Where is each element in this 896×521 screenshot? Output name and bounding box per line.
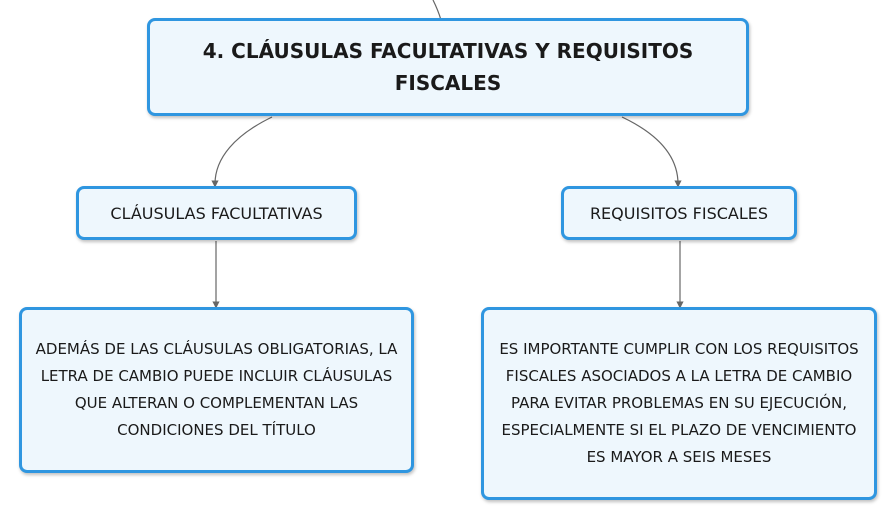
subtopic-label: CLÁUSULAS FACULTATIVAS — [110, 203, 323, 223]
subtopic-requisitos-fiscales[interactable]: REQUISITOS FISCALES — [561, 186, 797, 240]
main-topic-label: 4. CLÁUSULAS FACULTATIVAS Y REQUISITOS F… — [202, 39, 694, 95]
connector-main-to-requisitos — [621, 116, 682, 188]
detail-requisitos-fiscales[interactable]: ES IMPORTANTE CUMPLIR CON LOS REQUISITOS… — [481, 307, 877, 500]
main-topic-node[interactable]: 4. CLÁUSULAS FACULTATIVAS Y REQUISITOS F… — [147, 18, 749, 116]
connector-main-to-clausulas — [211, 116, 273, 188]
subtopic-clausulas-facultativas[interactable]: CLÁUSULAS FACULTATIVAS — [76, 186, 357, 240]
connector-from-parent — [432, 0, 442, 21]
detail-text: ES IMPORTANTE CUMPLIR CON LOS REQUISITOS… — [499, 340, 859, 466]
subtopic-label: REQUISITOS FISCALES — [589, 203, 769, 223]
detail-clausulas-facultativas[interactable]: ADEMÁS DE LAS CLÁUSULAS OBLIGATORIAS, LA… — [19, 307, 414, 473]
detail-text: ADEMÁS DE LAS CLÁUSULAS OBLIGATORIAS, LA… — [35, 340, 398, 439]
